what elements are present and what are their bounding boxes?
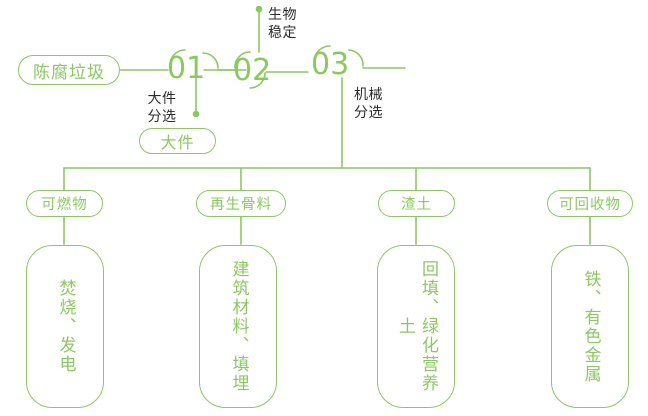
source-pill-label: 陈腐垃圾 — [33, 62, 105, 82]
detail-box-1[interactable]: 焚烧、发电 — [26, 245, 104, 408]
bracket-01-right — [202, 52, 219, 69]
bracket-03-right — [348, 49, 364, 67]
output-pill-bulky-label: 大件 — [160, 135, 195, 152]
node-dot-step02 — [255, 5, 263, 13]
node-dot-step01 — [192, 110, 200, 118]
detail-box-2-text: 建筑材料、填埋 — [229, 260, 249, 393]
detail-box-3[interactable]: 回填、绿化营养土 — [377, 245, 455, 408]
step-annotation-02: 生物 稳定 — [268, 6, 297, 40]
detail-box-1-text: 焚烧、发电 — [56, 279, 76, 374]
category-pill-1-label: 可燃物 — [41, 197, 88, 213]
step-number-02: 02 — [233, 53, 272, 88]
category-pill-3[interactable]: 渣土 — [378, 190, 455, 217]
category-pill-3-label: 渣土 — [401, 197, 432, 213]
detail-box-2[interactable]: 建筑材料、填埋 — [199, 245, 277, 408]
category-pill-4[interactable]: 可回收物 — [547, 190, 633, 217]
detail-box-4-text: 铁、有色金属 — [581, 269, 601, 384]
detail-box-3-text: 回填、绿化营养土 — [396, 260, 438, 393]
detail-box-4[interactable]: 铁、有色金属 — [551, 245, 629, 408]
step-annotation-03: 机械 分选 — [354, 86, 383, 120]
category-pill-2-label: 再生骨料 — [210, 197, 272, 213]
category-pill-4-label: 可回收物 — [559, 197, 621, 213]
category-pill-2[interactable]: 再生骨料 — [196, 190, 286, 217]
step-annotation-01: 大件 分选 — [147, 90, 177, 124]
step-number-03: 03 — [311, 47, 350, 82]
step-number-01: 01 — [167, 51, 206, 86]
category-pill-1[interactable]: 可燃物 — [26, 190, 103, 217]
source-pill[interactable]: 陈腐垃圾 — [18, 55, 120, 85]
output-pill-bulky[interactable]: 大件 — [139, 128, 216, 154]
